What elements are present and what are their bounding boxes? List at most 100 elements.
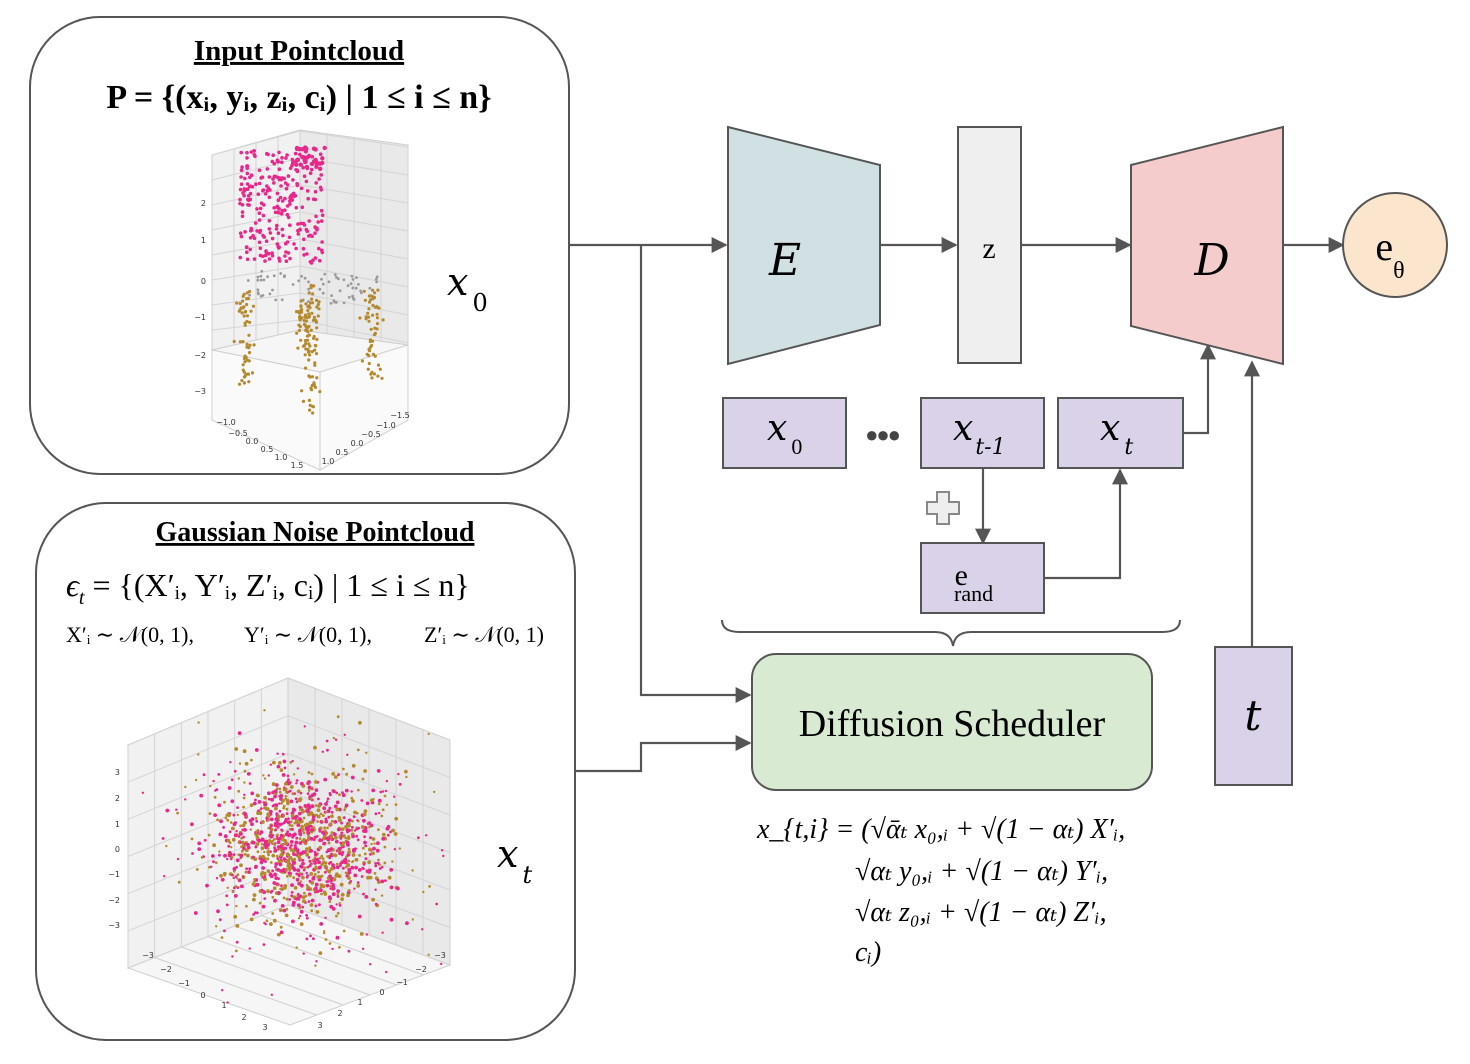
- point: [262, 278, 266, 282]
- point: [338, 846, 342, 851]
- point: [351, 819, 354, 823]
- point: [280, 887, 284, 891]
- point: [327, 280, 331, 284]
- point: [307, 398, 311, 402]
- z-tick-label: −2: [108, 896, 120, 905]
- point: [270, 797, 274, 802]
- point: [283, 846, 287, 851]
- point: [249, 803, 254, 807]
- point: [300, 824, 304, 829]
- point: [321, 857, 325, 861]
- point: [249, 150, 254, 154]
- point: [272, 886, 277, 891]
- point: [310, 234, 314, 238]
- point: [244, 761, 249, 766]
- point: [304, 366, 308, 370]
- point: [310, 161, 315, 166]
- point: [338, 835, 342, 839]
- point: [314, 160, 319, 165]
- point: [254, 817, 258, 820]
- point: [307, 856, 311, 859]
- point: [306, 305, 310, 309]
- point: [373, 305, 377, 309]
- point: [279, 212, 284, 216]
- point: [226, 857, 229, 861]
- point: [260, 838, 265, 842]
- point: [375, 848, 380, 853]
- point: [276, 752, 279, 755]
- point: [307, 789, 311, 792]
- point: [255, 835, 260, 840]
- point: [355, 827, 359, 831]
- point: [267, 826, 270, 830]
- point: [285, 153, 289, 157]
- point: [311, 411, 315, 415]
- x-tick-label: 0: [200, 991, 205, 1000]
- point: [259, 176, 263, 180]
- point: [273, 898, 277, 903]
- point: [274, 807, 277, 811]
- x-tick-label: −0.5: [228, 429, 247, 438]
- point: [310, 311, 314, 315]
- point: [308, 859, 312, 863]
- point: [284, 913, 289, 918]
- point: [300, 781, 304, 786]
- point: [308, 894, 311, 897]
- point: [306, 196, 311, 201]
- point: [313, 225, 317, 229]
- point: [276, 231, 281, 235]
- point: [319, 208, 324, 213]
- point: [278, 844, 283, 849]
- point: [371, 788, 376, 793]
- point: [226, 886, 229, 889]
- point: [371, 288, 375, 292]
- noise-dist-x: X′ᵢ ∼ 𝒩(0, 1),: [66, 622, 194, 647]
- point: [271, 912, 275, 915]
- point: [238, 301, 242, 306]
- point: [312, 792, 317, 797]
- point: [246, 279, 250, 282]
- point: [291, 919, 295, 924]
- point: [274, 783, 279, 787]
- point: [298, 807, 302, 811]
- point: [227, 786, 232, 790]
- point: [308, 260, 313, 264]
- formula-line-2: √αₜ y₀,ᵢ + √(1 − αₜ) Y′ᵢ,: [855, 856, 1108, 887]
- point: [319, 219, 324, 223]
- point: [312, 937, 315, 941]
- point: [317, 177, 321, 181]
- point: [307, 374, 311, 378]
- point: [323, 826, 326, 830]
- point: [266, 847, 270, 850]
- point: [345, 772, 349, 776]
- point: [370, 343, 374, 348]
- point: [335, 914, 338, 918]
- point: [347, 870, 352, 875]
- point: [247, 333, 251, 337]
- point: [299, 304, 303, 308]
- x-tick-label: 1: [221, 1001, 226, 1010]
- point: [351, 834, 355, 839]
- noise-panel-title: Gaussian Noise Pointcloud: [156, 517, 475, 548]
- point: [339, 882, 344, 887]
- point: [231, 890, 235, 894]
- z-tick-label: 1: [115, 820, 120, 829]
- point: [286, 863, 291, 868]
- point: [274, 298, 278, 302]
- point: [276, 764, 281, 769]
- point: [243, 852, 247, 856]
- z-tick-label: −1: [108, 870, 120, 879]
- point: [328, 806, 332, 810]
- point: [375, 312, 379, 316]
- point: [278, 787, 282, 791]
- point: [394, 803, 398, 806]
- point: [369, 836, 372, 840]
- point: [239, 150, 243, 155]
- point: [377, 798, 382, 803]
- point: [381, 836, 386, 841]
- point: [308, 344, 312, 348]
- point: [313, 873, 317, 876]
- point: [303, 338, 307, 343]
- point: [260, 269, 264, 273]
- point: [282, 821, 286, 825]
